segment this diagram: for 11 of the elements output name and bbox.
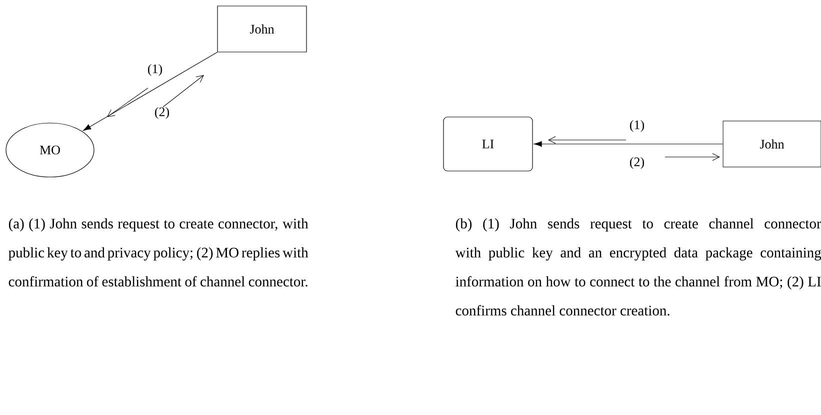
process-box: John	[722, 120, 821, 168]
process-box: John	[217, 6, 307, 52]
caption: (a) (1) John sends request to create connector, with public key to and privacy policy; (2) MO replies with confirmation of establishment of channel connector.	[8, 218, 308, 287]
arrow	[83, 52, 218, 131]
step-number: (2)	[630, 157, 644, 169]
arrow	[534, 141, 723, 147]
step-number: (1)	[630, 120, 644, 132]
caption: (b) (1) John sends request to create channel connector with public key and an encrypted data package containing information on how to connect to the channel from MO; (2) LI confirms channel connector creation.	[455, 218, 821, 316]
process-box: LI	[443, 116, 533, 172]
step-number: (1)	[148, 64, 162, 76]
step-number: (2)	[155, 107, 170, 119]
